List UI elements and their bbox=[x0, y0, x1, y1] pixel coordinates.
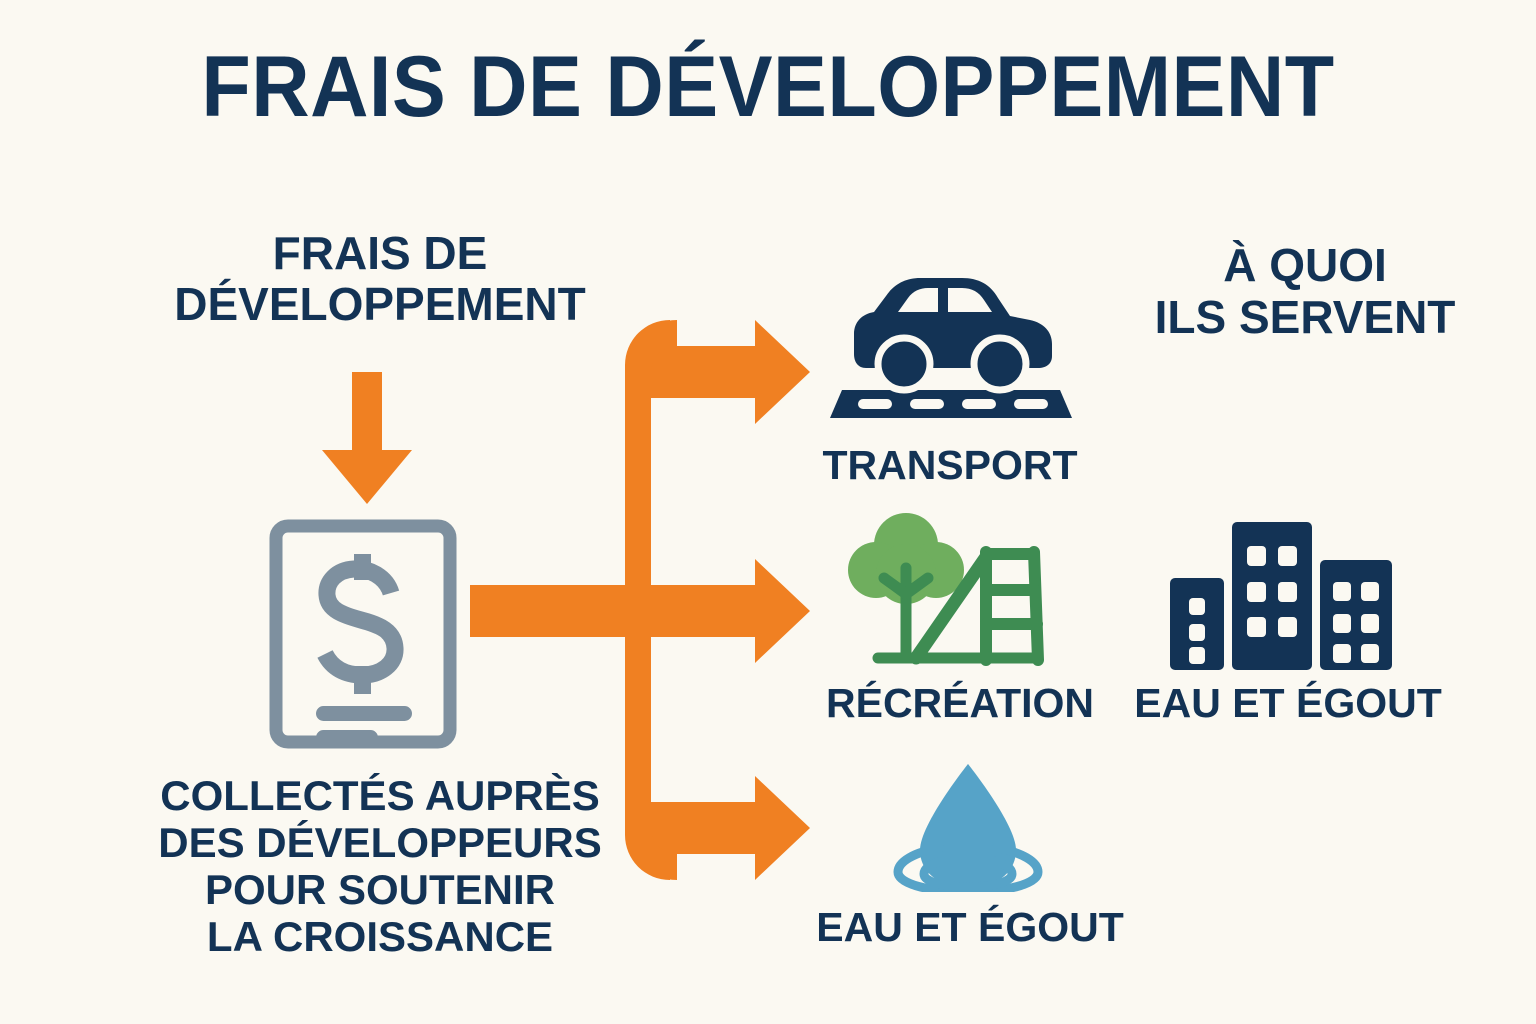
buildings-icon bbox=[1168, 516, 1408, 672]
left-heading: FRAIS DE DÉVELOPPEMENT bbox=[100, 228, 660, 329]
three-branch-arrow-icon bbox=[470, 320, 830, 880]
left-caption: COLLECTÉS AUPRÈS DES DÉVELOPPEURS POUR S… bbox=[80, 772, 680, 960]
left-caption-line-2: DES DÉVELOPPEURS bbox=[158, 819, 602, 867]
dollar-document-icon bbox=[268, 518, 458, 750]
tree-and-slide-icon bbox=[848, 512, 1080, 672]
right-heading: À QUOI ILS SERVENT bbox=[1080, 239, 1530, 343]
down-arrow-icon bbox=[322, 372, 412, 504]
left-caption-line-4: LA CROISSANCE bbox=[206, 913, 554, 961]
car-on-road-icon bbox=[828, 272, 1074, 422]
left-heading-line-2: DÉVELOPPEMENT bbox=[174, 277, 586, 330]
service-label-transport: TRANSPORT bbox=[822, 442, 1078, 488]
page-title: FRAIS DE DÉVELOPPEMENT bbox=[201, 39, 1335, 135]
left-caption-line-3: POUR SOUTENIR bbox=[204, 866, 556, 914]
service-label-buildings: EAU ET ÉGOUT bbox=[1134, 680, 1442, 726]
right-heading-line-1: À QUOI bbox=[1223, 239, 1387, 291]
left-caption-line-1: COLLECTÉS AUPRÈS bbox=[160, 772, 600, 819]
right-heading-line-2: ILS SERVENT bbox=[1154, 290, 1456, 343]
service-label-recreation: RÉCRÉATION bbox=[825, 680, 1095, 726]
water-droplet-icon bbox=[852, 762, 1084, 897]
left-heading-line-1: FRAIS DE bbox=[272, 227, 488, 279]
service-label-water: EAU ET ÉGOUT bbox=[816, 904, 1124, 950]
